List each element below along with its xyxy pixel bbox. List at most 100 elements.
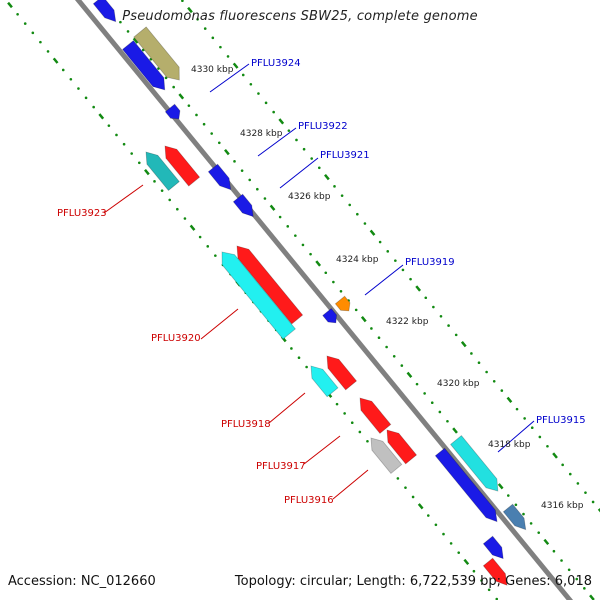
tick-dot [500, 389, 504, 392]
gene-olive [133, 26, 180, 81]
gene-pflu3917 [359, 397, 392, 434]
leader-pflu3919 [364, 264, 404, 296]
gene-label-pflu3924[interactable]: PFLU3924 [251, 58, 301, 69]
tick-dot [248, 178, 252, 182]
tick-major [369, 229, 376, 236]
leader-pflu3921 [279, 157, 319, 189]
tick-dot [537, 531, 541, 534]
tick-dot [396, 477, 400, 480]
gene-label-pflu3921[interactable]: PFLU3921 [320, 150, 370, 161]
tick-dot [432, 305, 435, 309]
tick-major [497, 483, 504, 490]
tick-dot [206, 245, 210, 248]
tick-dot [584, 491, 587, 494]
tick-dot [92, 105, 95, 109]
ruler-label-4318: 4318 kbp [488, 440, 531, 450]
tick-major [543, 538, 550, 546]
tick-dot [358, 430, 362, 434]
tick-dot [560, 559, 563, 562]
tick-dot [424, 296, 428, 300]
tick-dot [333, 185, 336, 188]
tick-dot [168, 198, 172, 202]
ruler-label-4316: 4316 kbp [541, 501, 584, 511]
tick-dot [69, 77, 73, 81]
tick-dot [214, 254, 217, 257]
tick-dot [438, 410, 442, 414]
tick-dot [183, 217, 187, 220]
tick-major [506, 396, 513, 403]
tick-dot [546, 444, 549, 448]
tick-major [98, 113, 105, 120]
gene-pflu3923-cyan [145, 151, 180, 192]
gene-label-pflu3917[interactable]: PFLU3917 [256, 461, 306, 472]
tick-dot [233, 160, 236, 163]
tick-major [144, 168, 150, 176]
gene-label-pflu3918[interactable]: PFLU3918 [221, 419, 271, 430]
tick-dot [449, 542, 453, 545]
tick-dot [211, 36, 215, 40]
tick-dot [126, 30, 130, 33]
ruler-label-4324: 4324 kbp [336, 255, 379, 265]
tick-dot [477, 361, 481, 365]
tick-dot [506, 494, 510, 497]
tick-dot [552, 549, 556, 553]
gene-pflu3922 [207, 163, 232, 191]
ruler-label-4328: 4328 kbp [240, 129, 283, 139]
ruler-label-4322: 4322 kbp [386, 317, 429, 327]
tick-dot [217, 141, 221, 145]
tick-major [269, 204, 276, 211]
tick-dot [203, 27, 207, 30]
tick-dot [434, 523, 438, 527]
leader-pflu3917 [303, 435, 341, 465]
tick-dot [297, 356, 301, 360]
tick-dot [522, 512, 525, 516]
tick-dot [523, 417, 526, 420]
tick-dot [119, 20, 122, 24]
tick-dot [366, 439, 369, 443]
tick-dot [415, 382, 419, 386]
tick-major [406, 371, 413, 378]
leader-pflu3922 [257, 127, 297, 157]
tick-dot [278, 215, 282, 219]
tick-dot [487, 588, 491, 592]
tick-dot [324, 271, 328, 275]
gene-label-pflu3915[interactable]: PFLU3915 [536, 415, 586, 426]
tick-dot [317, 166, 321, 170]
tick-dot [530, 426, 534, 429]
tick-dot [348, 203, 352, 207]
tick-dot [294, 234, 297, 237]
tick-major [324, 173, 330, 181]
gene-bottom-red [482, 557, 508, 586]
tick-dot [23, 22, 27, 25]
gene-label-pflu3919[interactable]: PFLU3919 [405, 257, 455, 268]
ruler-label-4330: 4330 kbp [191, 65, 234, 75]
tick-dot [46, 50, 50, 53]
tick-dot [386, 250, 390, 253]
gene-small-blue [164, 103, 181, 120]
tick-dot [137, 161, 141, 165]
tick-dot [77, 87, 80, 90]
tick-major [178, 93, 185, 100]
tick-major [278, 118, 285, 125]
tick-major [7, 1, 13, 9]
tick-dot [492, 379, 496, 383]
gene-label-pflu3916[interactable]: PFLU3916 [284, 495, 334, 506]
gene-pflu3915 [450, 435, 499, 492]
gene-blue-small2 [322, 307, 337, 324]
tick-major [315, 260, 322, 267]
tick-dot [309, 252, 312, 256]
gene-features [92, 0, 527, 586]
gene-pflu3916 [370, 437, 403, 474]
tick-dot [567, 568, 571, 572]
tick-major [460, 341, 467, 348]
gene-label-pflu3922[interactable]: PFLU3922 [298, 121, 348, 132]
tick-dot [187, 104, 191, 107]
tick-dot [176, 207, 179, 211]
tick-dot [447, 324, 450, 327]
gene-label-pflu3923[interactable]: PFLU3923 [57, 208, 107, 219]
gene-label-pflu3920[interactable]: PFLU3920 [151, 333, 201, 344]
tick-dot [249, 82, 253, 86]
tick-major [187, 6, 193, 14]
gene-pflu3915-blue [434, 447, 498, 523]
genome-backbone [74, 0, 574, 600]
